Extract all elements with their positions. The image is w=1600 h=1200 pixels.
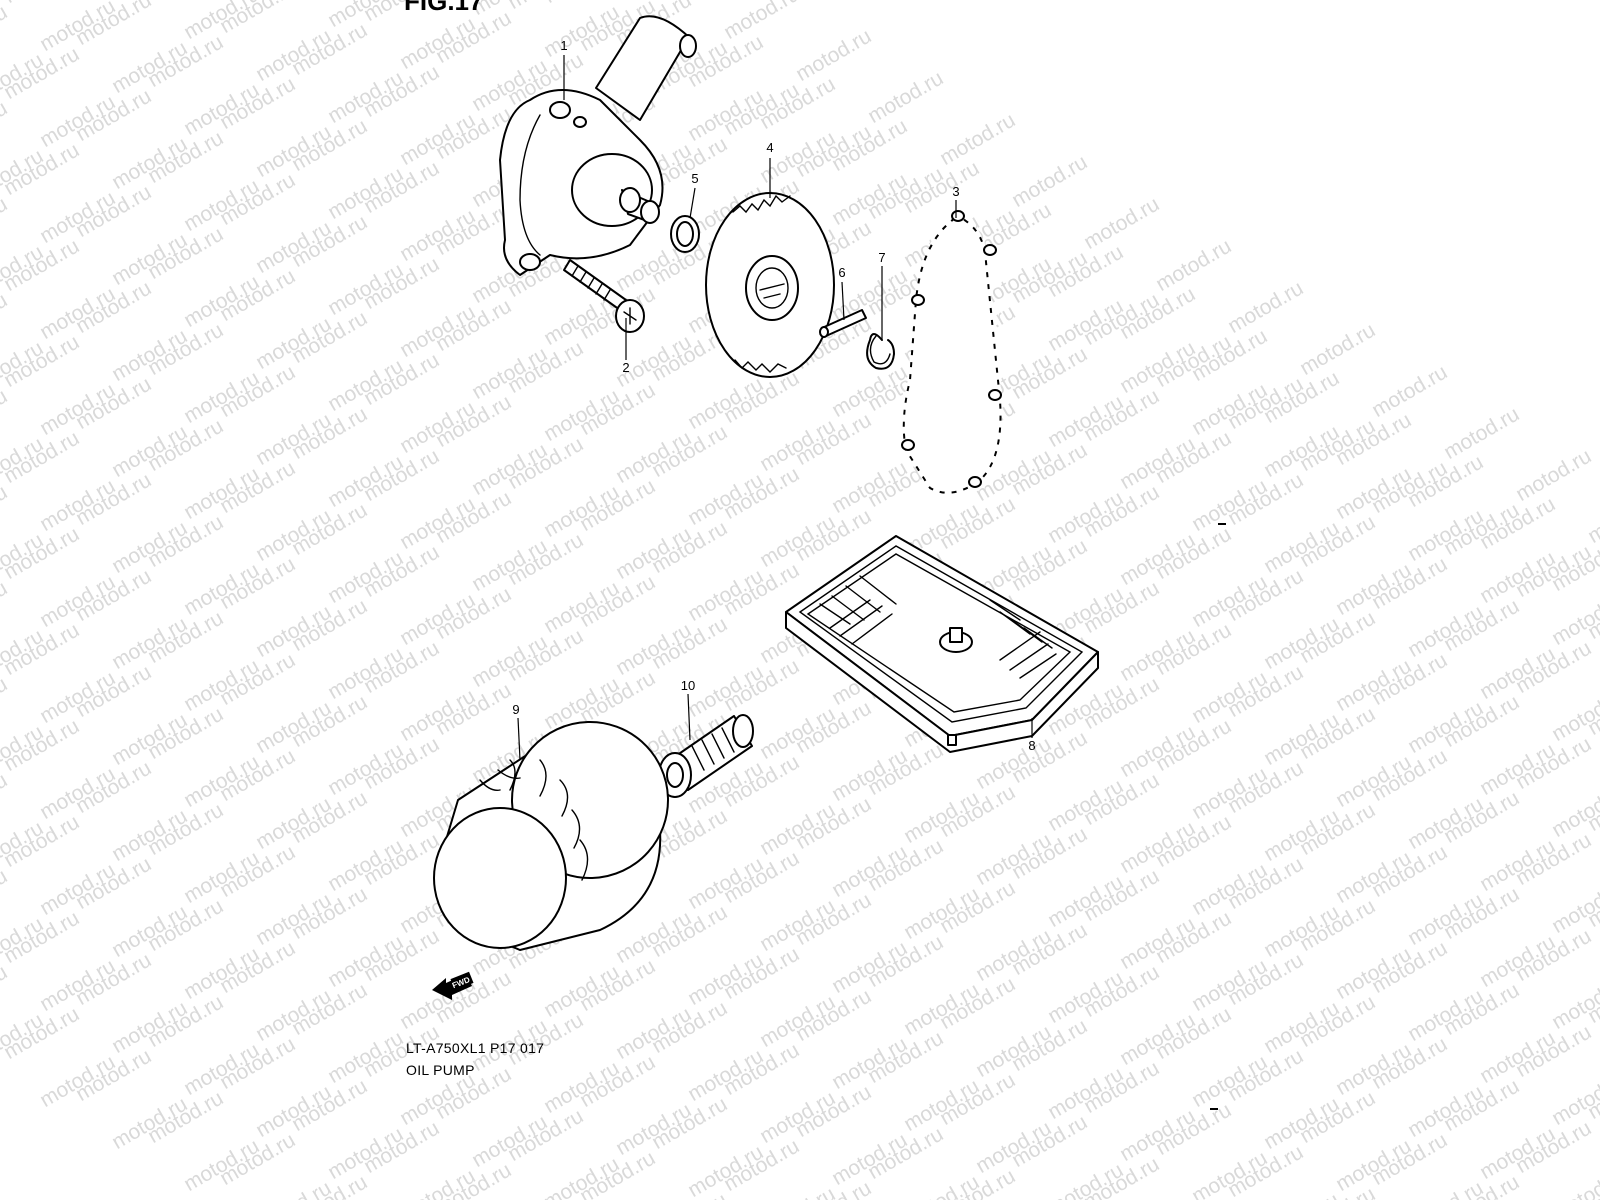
callout-number: 5 — [691, 171, 698, 186]
callout-number: 9 — [512, 702, 519, 717]
callout-leaders — [517, 55, 1033, 761]
chain-part — [901, 210, 1003, 495]
oil-strainer-part — [785, 535, 1099, 753]
figure-title: FIG.17 — [404, 0, 484, 16]
screw-part — [563, 259, 645, 333]
oil-filter-part — [433, 721, 669, 951]
washer-part — [670, 215, 700, 253]
oil-pump-part — [499, 15, 697, 276]
fwd-arrow-icon — [432, 971, 474, 1000]
callout-number: 4 — [766, 140, 773, 155]
union-part — [658, 714, 754, 798]
dash-mark — [1210, 1108, 1218, 1110]
callout-number: 8 — [1028, 738, 1035, 753]
callout-number: 10 — [681, 678, 695, 693]
callout-number: 2 — [622, 360, 629, 375]
pin-part — [819, 309, 867, 338]
callout-number: 6 — [838, 265, 845, 280]
dash-mark — [1218, 523, 1226, 525]
section-name: OIL PUMP — [406, 1062, 475, 1078]
sprocket-part — [705, 192, 835, 378]
callout-number: 7 — [878, 250, 885, 265]
callout-number: 3 — [952, 184, 959, 199]
callout-number: 1 — [560, 38, 567, 53]
circlip-part — [866, 333, 895, 370]
model-code: LT-A750XL1 P17 017 — [406, 1040, 545, 1056]
